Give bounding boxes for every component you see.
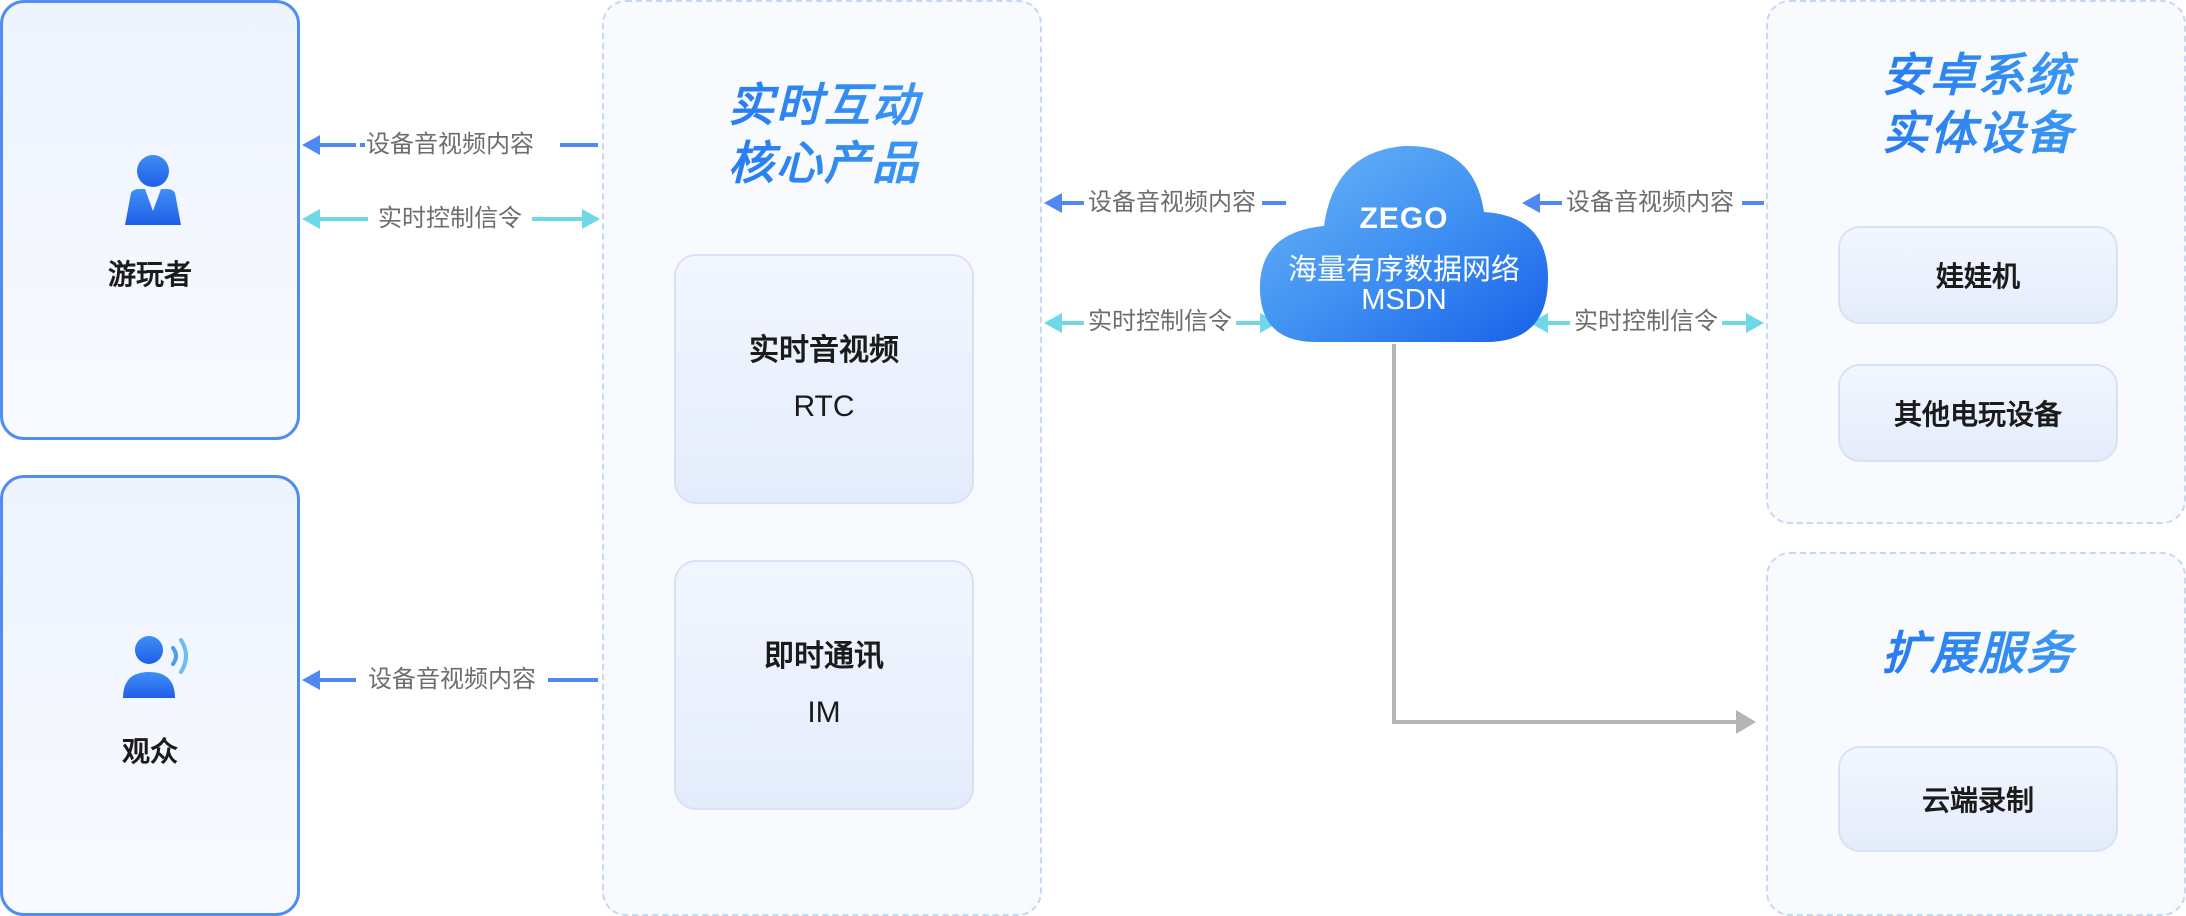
im-product[interactable]: 即时通讯 IM — [674, 560, 974, 810]
rtc-product[interactable]: 实时音视频 RTC — [674, 254, 974, 504]
audience-icon — [121, 628, 195, 702]
core-title-line2: 核心产品 — [604, 134, 1044, 192]
android-control-label: 实时控制信令 — [1574, 308, 1718, 335]
player-card: 游玩者 — [0, 0, 300, 440]
claw-machine-item[interactable]: 娃娃机 — [1838, 226, 2118, 324]
cloud-abbr: MSDN — [1361, 284, 1447, 316]
player-icon — [121, 153, 185, 227]
core-av-label: 设备音视频内容 — [1088, 189, 1256, 216]
im-abbr: IM — [807, 696, 841, 729]
core-title-line1: 实时互动 — [604, 76, 1044, 134]
cloud-recording-item[interactable]: 云端录制 — [1838, 746, 2118, 852]
rtc-name: 实时音视频 — [749, 334, 899, 367]
player-av-label: 设备音视频内容 — [366, 131, 534, 158]
core-product-panel: 实时互动 核心产品 实时音视频 RTC 即时通讯 IM — [602, 0, 1042, 916]
extension-title: 扩展服务 — [1768, 624, 2186, 682]
rtc-abbr: RTC — [793, 390, 855, 423]
recording-connector — [1392, 344, 1756, 734]
android-title-line2: 实体设备 — [1768, 104, 2186, 162]
control-arrow-player — [302, 209, 600, 229]
msdn-cloud: ZEGO 海量有序数据网络 MSDN — [1258, 144, 1550, 344]
im-name: 即时通讯 — [764, 640, 884, 673]
other-gaming-device-item[interactable]: 其他电玩设备 — [1838, 364, 2118, 462]
audience-card: 观众 — [0, 475, 300, 916]
core-control-label: 实时控制信令 — [1088, 308, 1232, 335]
av-arrow-player — [302, 135, 598, 155]
av-arrow-core — [1044, 193, 1286, 213]
android-title-line1: 安卓系统 — [1768, 46, 2186, 104]
android-av-label: 设备音视频内容 — [1566, 189, 1734, 216]
cloud-name: 海量有序数据网络 — [1287, 254, 1520, 286]
android-device-panel: 安卓系统 实体设备 娃娃机 其他电玩设备 — [1766, 0, 2186, 524]
cloud-brand: ZEGO — [1359, 202, 1449, 235]
control-arrow-core — [1044, 313, 1278, 333]
player-label: 游玩者 — [107, 259, 192, 290]
audience-av-label: 设备音视频内容 — [368, 666, 536, 693]
player-control-label: 实时控制信令 — [378, 205, 522, 232]
audience-label: 观众 — [121, 736, 178, 767]
control-arrow-android — [1530, 313, 1764, 333]
extension-service-panel: 扩展服务 云端录制 — [1766, 552, 2186, 916]
av-arrow-android — [1522, 193, 1764, 213]
av-arrow-audience — [302, 670, 598, 690]
